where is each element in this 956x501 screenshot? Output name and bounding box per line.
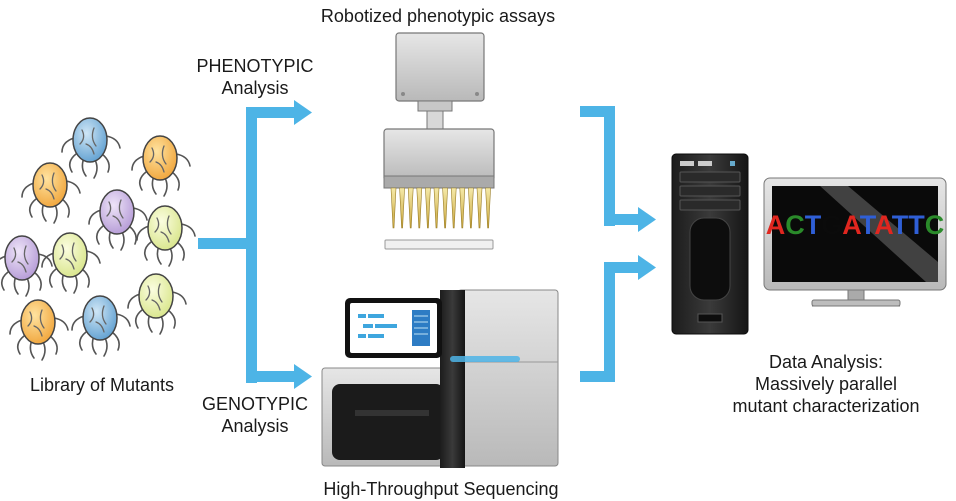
sequence-letter: G [821, 210, 842, 240]
sequence-letter: T [908, 210, 925, 240]
data-analysis-line1: Data Analysis: [768, 352, 884, 372]
phenotypic-label-line1: PHENOTYPIC [196, 56, 314, 76]
sequencer-icon [321, 289, 559, 468]
pipette-tip [407, 187, 414, 229]
sequence-letter: T [892, 210, 909, 240]
library-label: Library of Mutants [29, 375, 175, 395]
mutant-library [0, 117, 196, 361]
pipette-tip [399, 187, 405, 229]
pipette-tip [442, 187, 448, 229]
branch-stem [198, 238, 252, 249]
genotypic-label-line2: Analysis [221, 416, 289, 436]
phenotypic-label: PHENOTYPIC Analysis [180, 55, 330, 99]
merge-arrows [580, 106, 656, 382]
arrow-to-phenotypic [294, 100, 312, 125]
pipette-tip [433, 187, 440, 229]
pipette-tip [425, 187, 431, 229]
sequence-letter: A [874, 210, 893, 240]
dna-sequence: ACTGATATTC [766, 210, 945, 240]
arrow-from-phenotypic [638, 207, 656, 232]
branch-arrows [198, 100, 312, 389]
mutant-orange-icon [131, 135, 191, 197]
arrow-to-genotypic [294, 364, 312, 389]
data-analysis-line3: mutant characterization [732, 396, 920, 416]
arrow-from-genotypic [638, 255, 656, 280]
sequence-letter: A [842, 210, 861, 240]
phenotypic-label-line2: Analysis [221, 78, 289, 98]
branch-vertical [246, 113, 257, 383]
monitor-icon: ACTGATATTC [763, 177, 947, 307]
pipette-tip [476, 187, 483, 229]
pipette-tip [450, 187, 457, 229]
data-analysis-label: Data Analysis: Massively parallel mutant… [716, 351, 936, 417]
mutant-orange-icon [9, 299, 69, 361]
pipetting-robot-icon [383, 32, 495, 250]
sequence-letter: A [766, 210, 786, 240]
pipette-tip [390, 187, 397, 229]
pipette-tip [485, 187, 491, 229]
pipette-tip [416, 187, 423, 229]
sequence-letter: C [925, 210, 945, 240]
sequence-letter: T [805, 210, 822, 240]
sequencing-label: High-Throughput Sequencing [323, 479, 559, 499]
sequence-letter: C [785, 210, 805, 240]
mutant-blue-icon [61, 117, 121, 179]
computer-tower-icon [671, 153, 749, 335]
mutant-yellow-icon [127, 273, 187, 335]
mutant-purple-icon [88, 189, 148, 251]
genotypic-label-line1: GENOTYPIC [201, 394, 308, 414]
pipette-tip [468, 187, 474, 229]
mutant-purple-icon [0, 235, 53, 297]
sequence-letter: T [860, 210, 877, 240]
pipette-tip [459, 187, 466, 229]
genotypic-label: GENOTYPIC Analysis [180, 393, 330, 437]
mutant-blue-icon [71, 295, 131, 357]
data-analysis-line2: Massively parallel [754, 374, 898, 394]
robot-title: Robotized phenotypic assays [320, 6, 556, 26]
